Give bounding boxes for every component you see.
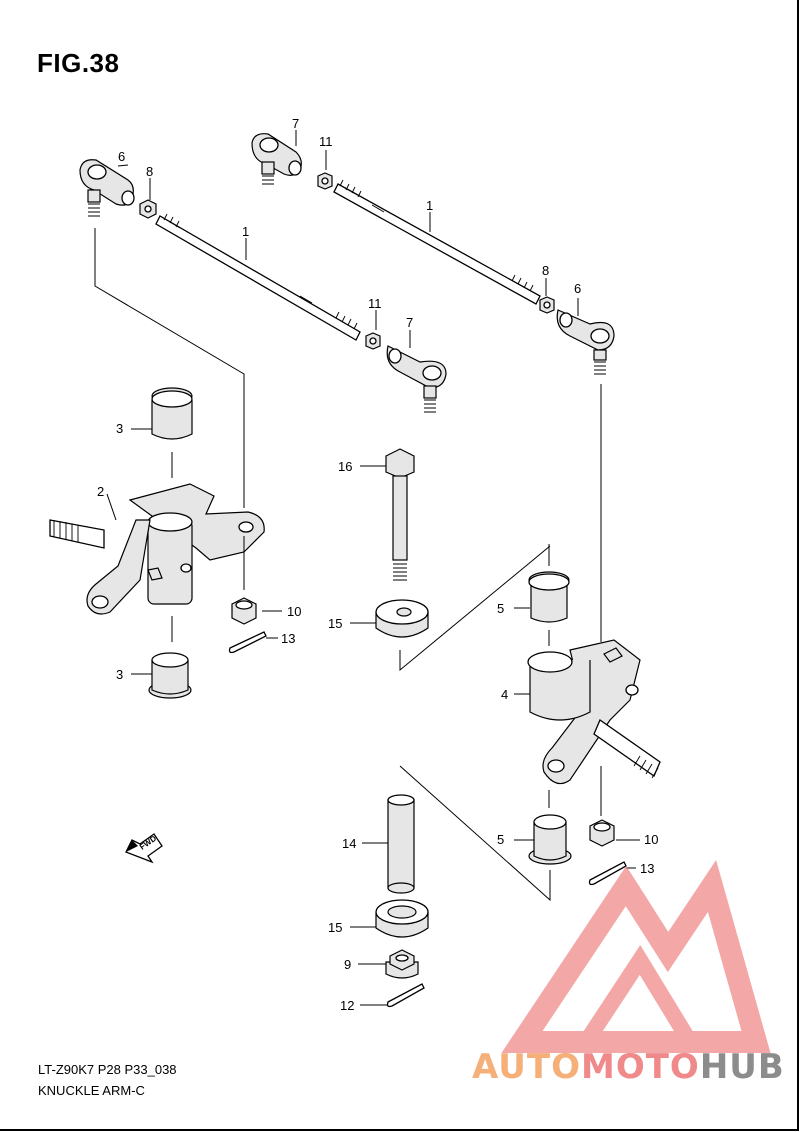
nut-left-8 xyxy=(139,199,157,219)
callout-15: 15 xyxy=(328,920,343,935)
nut-right-11 xyxy=(317,172,333,190)
callout-6: 6 xyxy=(118,149,126,164)
pivot-shaft-14 xyxy=(387,794,415,894)
callout-8: 8 xyxy=(146,164,154,179)
watermark-auto: AUTO xyxy=(472,1047,581,1087)
callout-7: 7 xyxy=(406,315,414,330)
tie-rod-end-left-7 xyxy=(386,345,447,413)
callout-3: 3 xyxy=(116,667,124,682)
tie-rod-end-left-6 xyxy=(79,159,135,217)
callout-11: 11 xyxy=(368,296,382,311)
callout-10: 10 xyxy=(287,604,302,619)
knuckle-arm-left-2 xyxy=(49,483,265,615)
cotter-pin-left-13 xyxy=(228,631,267,654)
bushing-upper-3 xyxy=(151,387,193,440)
spacer-upper-15 xyxy=(375,599,429,638)
footer-model-code: LT-Z90K7 P28 P33_038 xyxy=(38,1062,177,1077)
callout-14: 14 xyxy=(342,836,357,851)
assembly-lines xyxy=(94,130,640,1006)
callout-13: 13 xyxy=(640,861,655,876)
fwd-arrow-icon xyxy=(125,833,163,864)
cotter-pin-right-13 xyxy=(588,861,627,886)
footer-section-name: KNUCKLE ARM-C xyxy=(38,1083,145,1098)
tie-rod-right-1 xyxy=(333,179,541,305)
callout-1: 1 xyxy=(426,198,434,213)
knuckle-arm-right-4 xyxy=(527,639,661,785)
castle-nut-left-10 xyxy=(231,597,257,625)
callout-7: 7 xyxy=(292,116,300,131)
callout-6: 6 xyxy=(574,281,582,296)
tie-rod-end-right-7 xyxy=(251,133,302,185)
watermark-moto: MOTO xyxy=(580,1047,700,1087)
callout-8: 8 xyxy=(542,263,550,278)
callout-15: 15 xyxy=(328,616,343,631)
callout-4: 4 xyxy=(501,687,509,702)
nut-left-11 xyxy=(365,332,381,350)
bushing-upper-5 xyxy=(528,571,570,623)
figure-title: FIG.38 xyxy=(37,48,120,78)
callout-5: 5 xyxy=(497,601,505,616)
flange-nut-9 xyxy=(385,949,419,979)
cotter-pin-12 xyxy=(386,983,425,1008)
callout-12: 12 xyxy=(340,998,355,1013)
callout-11: 11 xyxy=(319,134,333,149)
spacer-lower-15 xyxy=(375,899,429,938)
bushing-lower-5 xyxy=(528,814,572,865)
bushing-lower-3 xyxy=(148,652,192,699)
watermark-hub: HUB xyxy=(699,1047,785,1087)
callout-2: 2 xyxy=(97,484,105,499)
watermark-logo xyxy=(501,860,771,1053)
watermark-text: AUTOMOTOHUB xyxy=(472,1047,785,1087)
nut-right-8 xyxy=(539,296,555,314)
callout-16: 16 xyxy=(338,459,353,474)
callout-1: 1 xyxy=(242,224,250,239)
callout-13: 13 xyxy=(281,631,296,646)
callout-3: 3 xyxy=(116,421,124,436)
callout-10: 10 xyxy=(644,832,659,847)
tie-rod-end-right-6 xyxy=(556,309,615,375)
bolt-16 xyxy=(385,448,415,581)
callout-5: 5 xyxy=(497,832,505,847)
castle-nut-right-10 xyxy=(589,819,615,847)
callout-9: 9 xyxy=(344,957,352,972)
tie-rod-left-1 xyxy=(155,213,361,341)
